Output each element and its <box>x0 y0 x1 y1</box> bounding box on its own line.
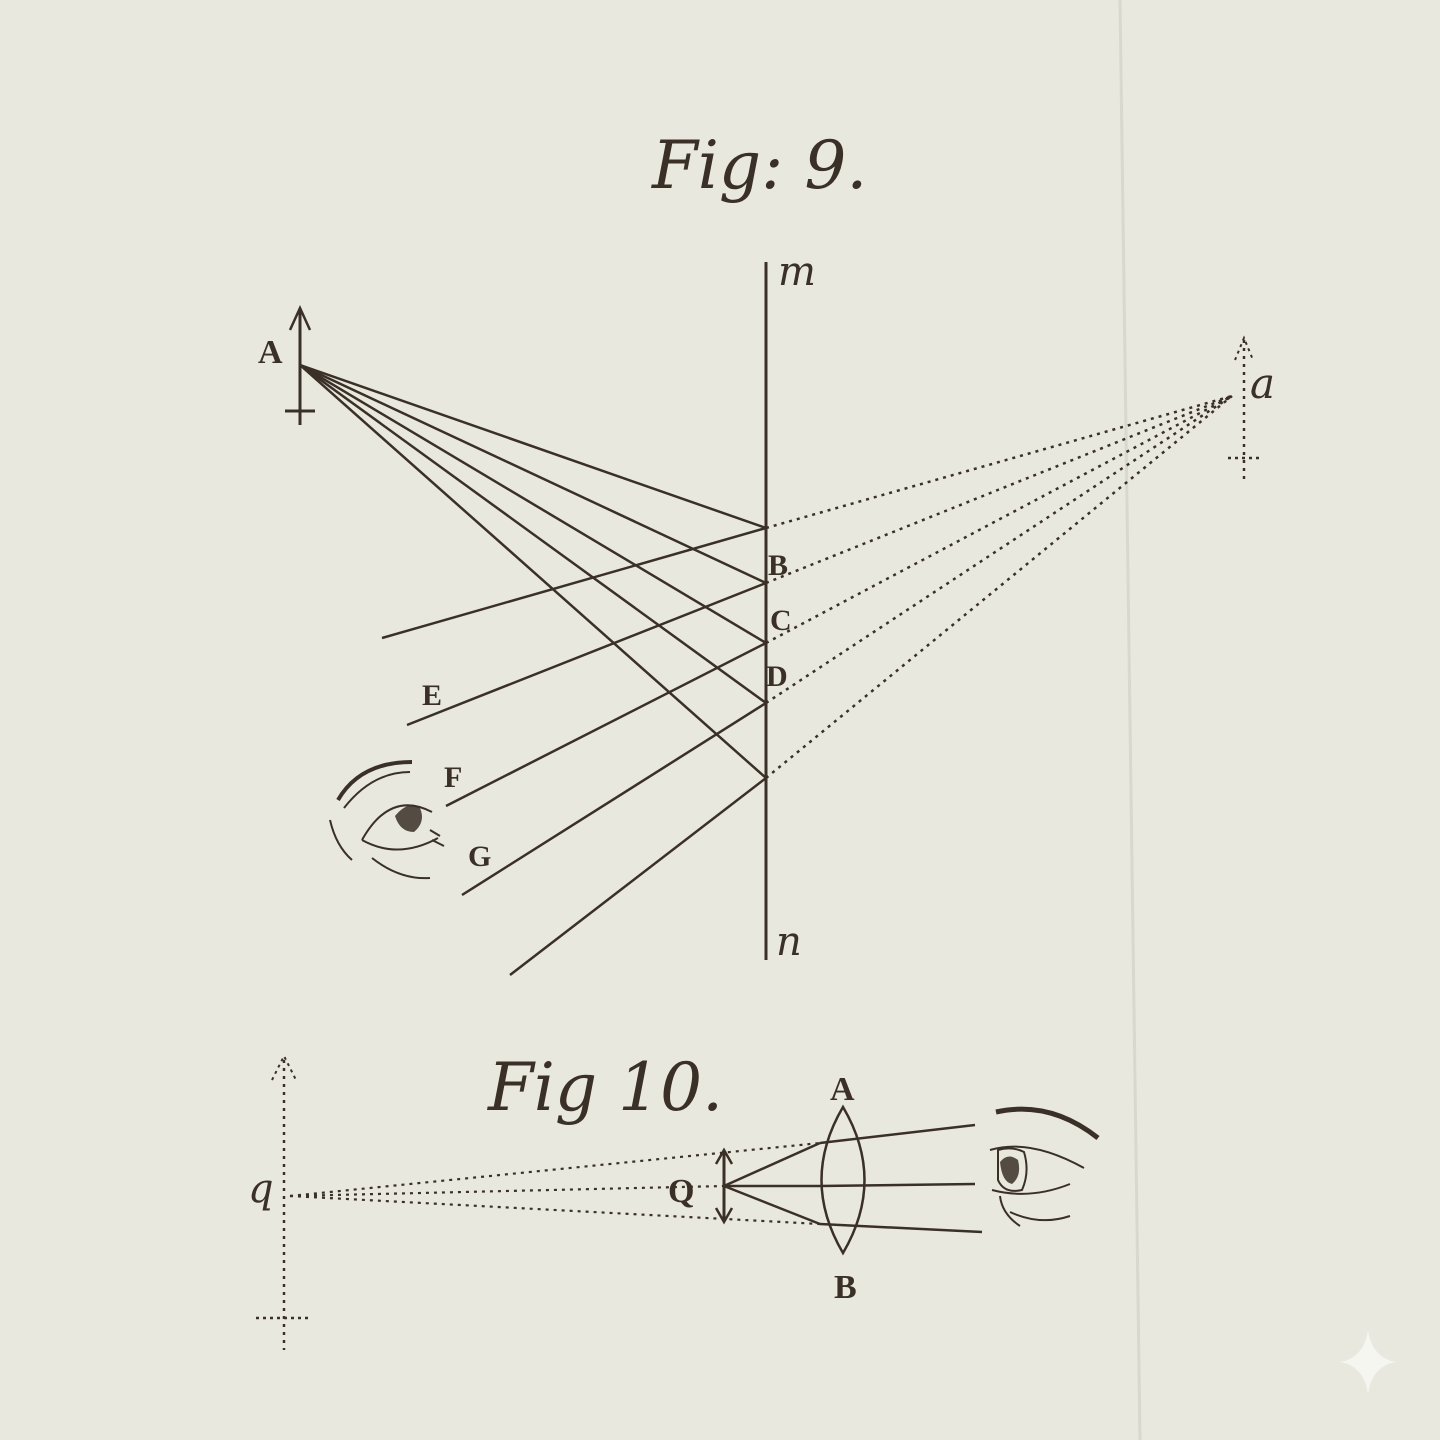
reflected-ray-5 <box>509 777 767 976</box>
incident-ray-5 <box>299 364 767 779</box>
fig10-title: Fig 10. <box>487 1049 723 1126</box>
reflected-rays <box>381 526 767 976</box>
label-B: B <box>768 549 788 582</box>
sparkle-watermark-icon <box>1340 1330 1396 1394</box>
real-ray-middle-out <box>819 1182 976 1188</box>
label-a: a <box>1250 359 1275 408</box>
real-rays-fig10 <box>723 1123 983 1234</box>
eye-icon-fig10 <box>989 1106 1100 1227</box>
label-G: G <box>468 840 491 873</box>
label-m: m <box>778 249 816 295</box>
reflected-ray-4 <box>461 701 767 897</box>
reflected-ray-1 <box>381 526 767 640</box>
lens <box>820 1104 866 1256</box>
plate-fold-line <box>1118 0 1142 1440</box>
label-q: q <box>248 1166 274 1212</box>
virtual-ray-4 <box>765 394 1233 705</box>
virtual-rays-fig10 <box>289 1141 821 1226</box>
label-E: E <box>422 679 442 712</box>
virtual-ray-upper <box>289 1141 821 1198</box>
virtual-rays <box>765 394 1233 779</box>
reflected-ray-2 <box>406 581 767 727</box>
real-ray-upper-out <box>819 1123 976 1145</box>
figure-9: Fig: 9. m n A a <box>258 127 1275 976</box>
virtual-ray-3 <box>765 394 1233 645</box>
label-C: C <box>770 604 792 637</box>
virtual-ray-2 <box>765 394 1233 585</box>
label-lens-B: B <box>834 1269 857 1306</box>
virtual-ray-lower <box>289 1194 821 1226</box>
image-arrow-q <box>256 1053 310 1350</box>
label-A: A <box>258 334 283 371</box>
incident-ray-4 <box>299 363 767 705</box>
virtual-ray-middle <box>289 1184 725 1198</box>
figure-10: Fig 10. q Q A B <box>248 1049 1100 1350</box>
fig9-title: Fig: 9. <box>651 127 867 204</box>
object-arrow-A <box>285 304 315 425</box>
image-arrow-a <box>1228 335 1260 480</box>
virtual-ray-1 <box>765 394 1233 530</box>
real-ray-upper-in <box>723 1141 821 1188</box>
label-n: n <box>776 919 802 965</box>
incident-ray-1 <box>299 363 767 530</box>
virtual-ray-5 <box>765 395 1233 779</box>
real-ray-lower-in <box>723 1184 821 1226</box>
reflected-ray-3 <box>445 641 767 808</box>
incident-rays <box>299 363 767 779</box>
label-lens-A: A <box>830 1071 855 1108</box>
label-D: D <box>766 660 788 693</box>
eye-icon <box>329 760 445 880</box>
real-ray-lower-out <box>819 1222 983 1234</box>
incident-ray-2 <box>299 363 767 585</box>
incident-ray-3 <box>299 363 767 645</box>
label-Q: Q <box>668 1173 694 1210</box>
label-F: F <box>444 761 462 794</box>
